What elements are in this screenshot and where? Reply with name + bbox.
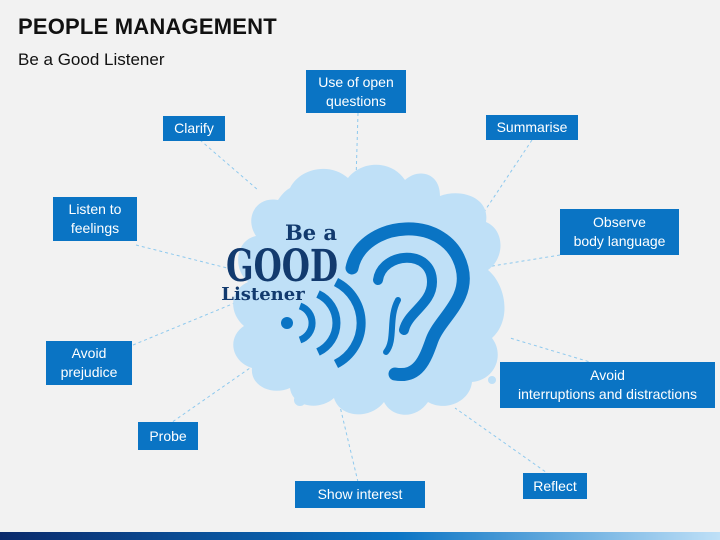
box-show-interest: Show interest [295, 481, 425, 508]
ear-inner [373, 252, 438, 335]
connector-reflect [454, 407, 551, 476]
connector-listen-feelings [135, 244, 236, 271]
sound-wave-3 [333, 277, 366, 369]
box-listen-feelings: Listen to feelings [53, 197, 137, 241]
connector-summarise [481, 139, 533, 216]
connector-prejudice [132, 299, 243, 346]
center-text-good: GOOD [226, 241, 338, 292]
box-open-questions: Use of open questions [306, 70, 406, 113]
splash-droplet [294, 394, 306, 406]
box-summarise: Summarise [486, 115, 578, 140]
splash-droplet [425, 180, 435, 190]
connector-interruptions [509, 337, 601, 366]
sound-wave-2 [316, 290, 341, 356]
sound-waves-icon [281, 277, 366, 369]
box-interruptions: Avoid interruptions and distractions [500, 362, 715, 408]
connector-show-interest [337, 397, 359, 483]
ear-icon [345, 222, 470, 381]
box-observe: Observe body language [560, 209, 679, 255]
box-clarify: Clarify [163, 116, 225, 141]
connector-lines [132, 112, 601, 483]
ear-outer [345, 222, 470, 381]
splash-droplet [488, 376, 496, 384]
connector-clarify [199, 139, 259, 191]
center-text-be-a: Be a [285, 220, 337, 245]
page-title: PEOPLE MANAGEMENT [18, 14, 277, 39]
connector-open-questions [355, 112, 359, 181]
page-subtitle: Be a Good Listener [18, 50, 165, 69]
splash-blob [233, 164, 505, 415]
center-text-listener: Listener [221, 284, 305, 305]
ear-lobe [383, 297, 401, 355]
box-prejudice: Avoid prejudice [46, 341, 132, 385]
box-reflect: Reflect [523, 473, 587, 499]
connector-probe [167, 367, 251, 426]
bottom-accent-bar [0, 532, 720, 540]
sound-dot [281, 317, 293, 329]
sound-wave-1 [298, 302, 316, 344]
box-probe: Probe [138, 422, 198, 450]
